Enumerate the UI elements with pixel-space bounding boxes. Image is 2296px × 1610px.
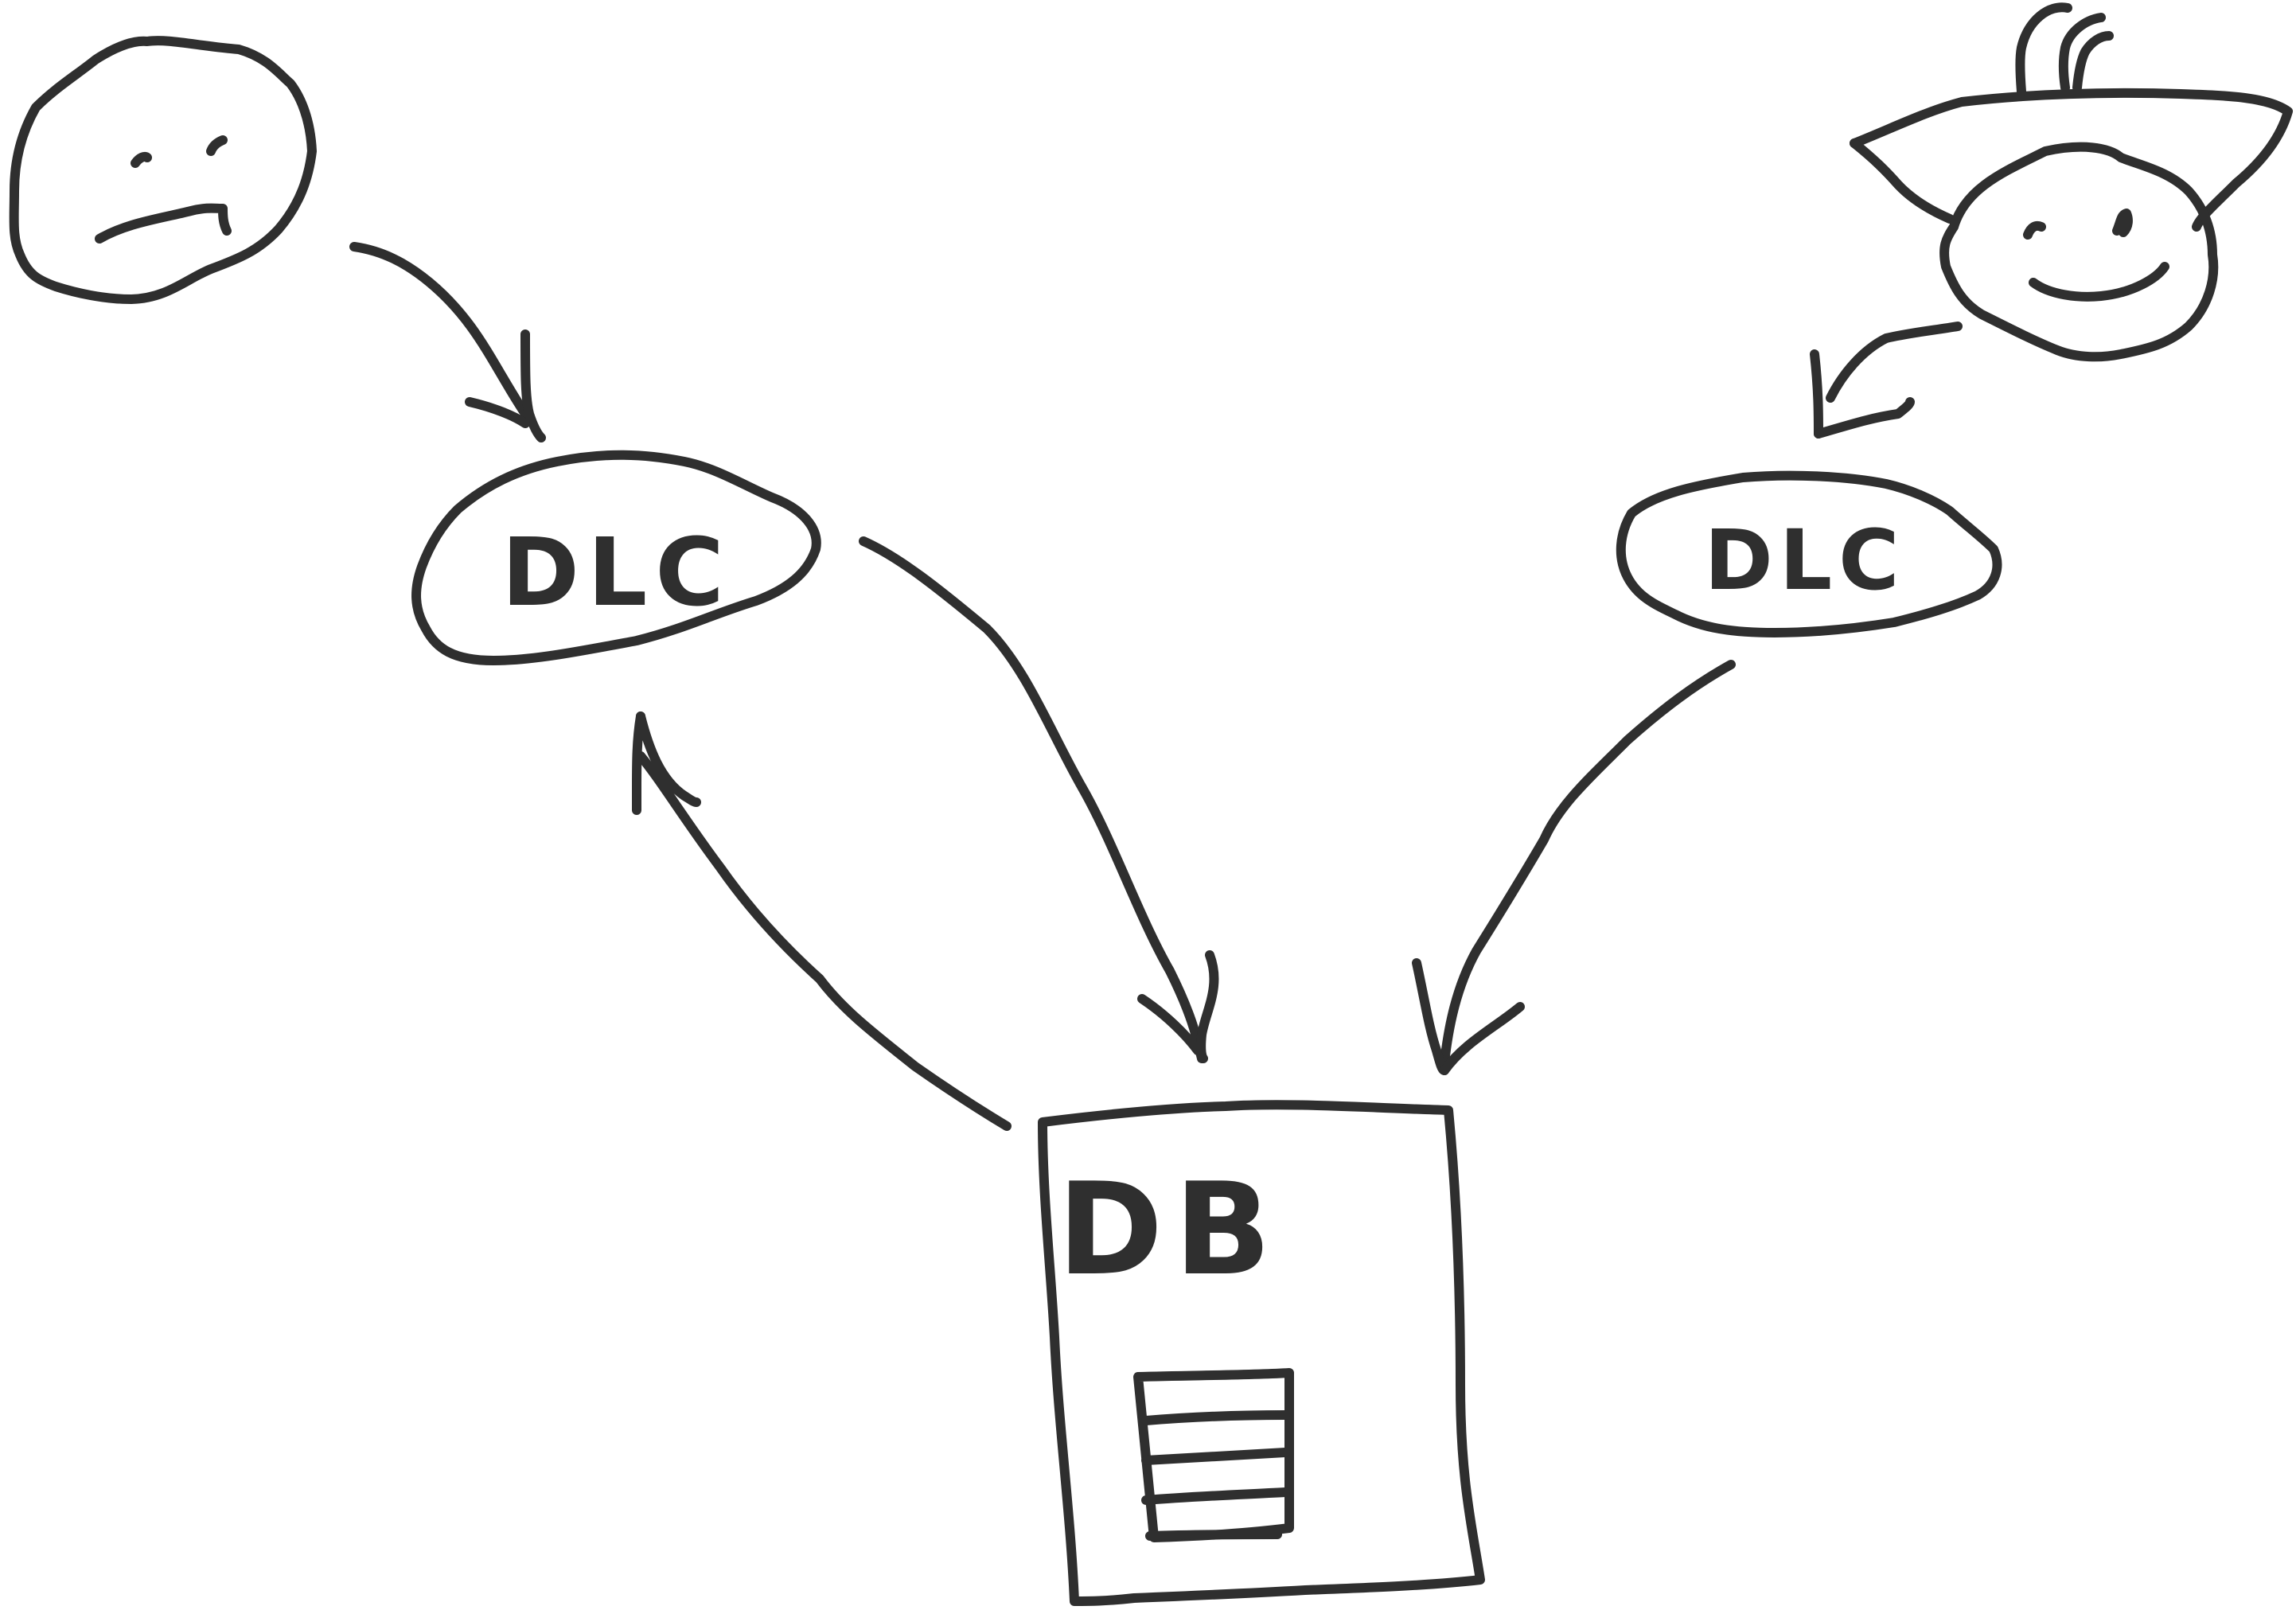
sad-user-frown [95,203,232,244]
sad-user-right-eye [206,135,228,156]
happy-user-smile [2029,262,2169,302]
db-box [1038,1100,1485,1606]
happy-user-hair-2 [2058,13,2106,92]
dlc-left-node: DLC [411,450,821,665]
dlc-left-label: DLC [501,517,732,627]
sad-user [9,36,317,304]
sad-user-head [9,36,317,304]
arrow-dlc-right-to-db [1412,660,1736,1075]
happy-user-cap-left-edge [1850,138,1955,224]
happy-user-head [1939,142,2219,362]
dlc-right-cloud [1616,470,2002,637]
happy-user-right-eye [2112,209,2133,237]
dlc-right-label: DLC [1705,512,1906,609]
database-table-icon [1133,1368,1294,1542]
happy-user-hair-3 [2072,31,2114,92]
arrow-dlc-left-to-db [859,536,1219,1063]
happy-user-left-eye [2023,220,2046,240]
dlc-right-node: DLC [1616,470,2002,637]
arrow-happy-user-to-dlc-right [1810,322,1963,439]
dlc-left-cloud [411,450,821,665]
sad-user-left-eye [131,151,152,168]
happy-user-cap-brim [1850,88,2293,232]
happy-user [1850,2,2293,362]
db-label: DB [1058,1155,1283,1304]
happy-user-hair-1 [2015,2,2072,96]
arrow-sad-user-to-dlc-left [349,242,546,442]
arrow-db-to-dlc-left [632,711,1012,1131]
db-node: DB [1038,1100,1485,1606]
